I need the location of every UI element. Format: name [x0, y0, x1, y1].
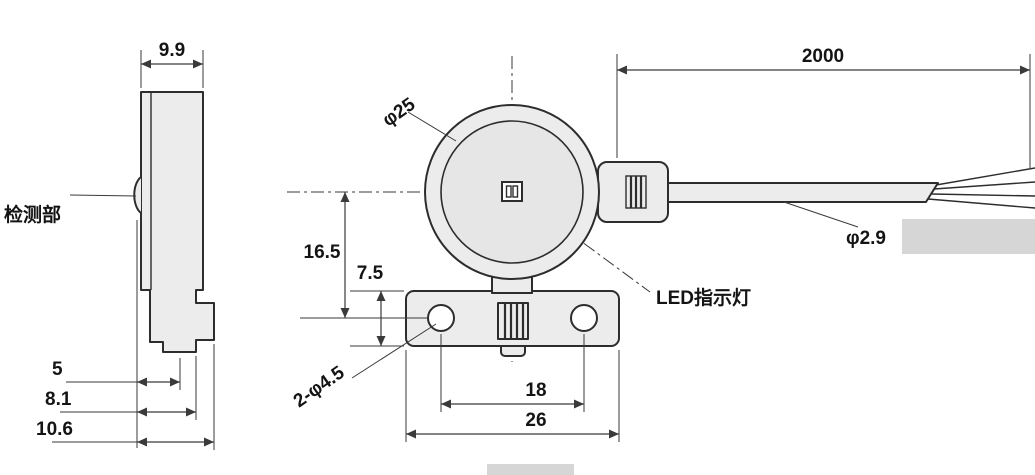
- led-window-tick-2: [512, 185, 519, 198]
- led-window: [501, 181, 523, 202]
- depth-dimension-10-6: 10.6: [36, 419, 73, 440]
- wire-lead-4: [927, 198, 1035, 209]
- front-view: 16.5 7.5 2-φ4.5 φ25 LED指示灯 18 26: [287, 56, 1035, 442]
- body-diameter-leader: [407, 111, 457, 142]
- cable-length-dimension: 2000: [802, 46, 844, 67]
- detection-part-leader: [69, 194, 137, 197]
- mounting-hole-right: [570, 304, 598, 332]
- watermark-box: [902, 219, 1035, 254]
- center-height-dimension: 16.5: [304, 242, 341, 263]
- side-view: 9.9 检测部 5 8.1 10.6: [4, 40, 215, 450]
- sensing-face-dome: [133, 176, 142, 214]
- width-dimension: 9.9: [159, 40, 185, 61]
- cable-connector: [597, 161, 669, 223]
- hole-spacing-dimension: 18: [525, 380, 546, 401]
- cable-diameter-label: φ2.9: [846, 228, 886, 249]
- body-diameter-label: φ25: [379, 94, 420, 131]
- cable-dimensions: 2000 φ2.9: [487, 46, 1035, 475]
- bracket-thickness-dimension: 7.5: [357, 263, 384, 284]
- cable-diameter-leader: [783, 201, 859, 228]
- led-window-tick-1: [505, 185, 512, 198]
- wire-lead-2: [933, 181, 1035, 190]
- depth-dimension-5: 5: [52, 359, 63, 380]
- watermark-strip: [487, 464, 574, 475]
- wire-lead-3: [931, 193, 1035, 197]
- led-indicator-label: LED指示灯: [656, 287, 751, 309]
- cable-body: [667, 182, 939, 203]
- depth-dimension-8-1: 8.1: [45, 389, 72, 410]
- mounting-holes-leader: [351, 323, 437, 379]
- mounting-holes-label: 2-φ4.5: [290, 362, 349, 412]
- detection-part-label: 检测部: [4, 203, 61, 226]
- wire-lead-1: [935, 167, 1035, 186]
- bracket-width-dimension: 26: [525, 410, 546, 431]
- side-view-body: [140, 91, 215, 353]
